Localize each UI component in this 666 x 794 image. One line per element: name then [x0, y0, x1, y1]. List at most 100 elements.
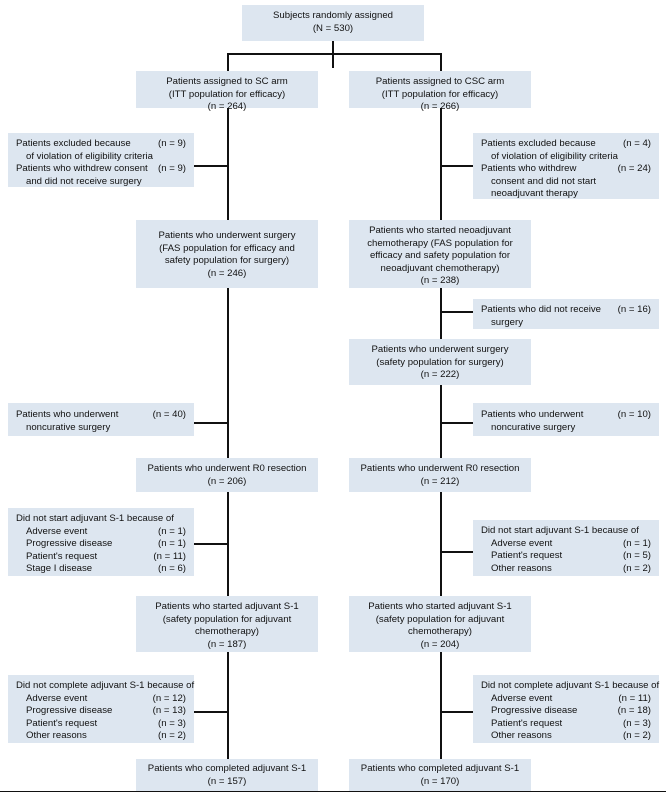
box-right-noncurative-surgery: Patients who underwent (n = 10) noncurat…	[473, 403, 659, 436]
left-notstarted-label-0: Adverse event	[26, 525, 88, 537]
left-completed-line1: Patients who completed adjuvant S-1	[147, 763, 307, 774]
connector-left-notcompleted-stub	[194, 711, 228, 713]
connector-right-trunk-5	[440, 652, 442, 759]
left-notstarted-num-2: (n = 11)	[153, 550, 186, 562]
right-notstarted-header: Did not start adjuvant S-1 because of	[481, 525, 639, 536]
connector-left-trunk-2	[227, 288, 229, 458]
right-nosurgery-label: Patients who did not receive	[481, 304, 601, 315]
left-completed-count: (n = 157)	[207, 775, 247, 787]
left-assigned-line2: (ITT population for efficacy)	[168, 88, 286, 100]
left-notcompleted-header: Did not complete adjuvant S-1 because of	[16, 680, 195, 691]
box-left-excluded: Patients excluded because (n = 9) of vio…	[8, 133, 194, 187]
connector-left-noncurative-stub	[194, 422, 228, 424]
right-neoadj-line4: neoadjuvant chemotherapy)	[380, 262, 500, 274]
right-notcompleted-row: Patient's request (n = 3)	[481, 718, 651, 731]
connector-right-excluded-stub	[440, 165, 473, 167]
left-notstarted-label-3: Stage I disease	[26, 563, 93, 575]
right-excluded-label-2: Patients who withdrew	[481, 163, 577, 175]
left-notcompleted-num-3: (n = 2)	[158, 730, 186, 742]
right-notcompleted-label-1: Progressive disease	[491, 705, 578, 717]
box-left-underwent-surgery: Patients who underwent surgery (FAS popu…	[136, 220, 318, 288]
right-excluded-row-2: Patients who withdrew (n = 24)	[481, 163, 651, 176]
left-notstarted-row: Progressive disease (n = 1)	[16, 538, 186, 551]
right-excluded-cont-2a: consent and did not start	[491, 175, 597, 187]
right-notstarted-num-0: (n = 1)	[623, 537, 651, 549]
left-started-count: (n = 187)	[207, 638, 247, 650]
left-notcompleted-label-1: Progressive disease	[26, 705, 113, 717]
left-started-line2: (safety population for adjuvant	[162, 613, 292, 625]
connector-right-notcompleted-stub	[440, 711, 473, 713]
connector-left-notstarted-stub	[194, 543, 228, 545]
left-notcompleted-row: Patient's request (n = 3)	[16, 718, 186, 731]
right-r0-count: (n = 212)	[420, 475, 460, 487]
right-noncurative-row: Patients who underwent (n = 10)	[481, 409, 651, 422]
left-notcompleted-label-3: Other reasons	[26, 730, 87, 742]
left-surgery-line2: (FAS population for efficacy and	[159, 242, 295, 254]
right-excluded-num-1: (n = 4)	[623, 138, 651, 149]
right-notcompleted-label-3: Other reasons	[491, 730, 552, 742]
connector-right-trunk-2	[440, 288, 442, 339]
left-assigned-count: (n = 264)	[207, 101, 247, 113]
right-excluded-cont-1: of violation of eligibility criteria	[491, 150, 618, 162]
right-excluded-cont-2b: neoadjuvant therapy	[491, 188, 578, 200]
box-right-excluded: Patients excluded because (n = 4) of vio…	[473, 133, 659, 199]
box-left-r0-resection: Patients who underwent R0 resection (n =…	[136, 458, 318, 492]
left-notcompleted-num-0: (n = 12)	[152, 692, 186, 704]
right-noncurative-cont: noncurative surgery	[491, 421, 576, 433]
right-noncurative-num: (n = 10)	[617, 409, 651, 420]
connector-right-noncurative-stub	[440, 422, 473, 424]
right-neoadj-line1: Patients who started neoadjuvant	[369, 225, 511, 236]
box-subjects-randomly-assigned: Subjects randomly assigned (N = 530)	[242, 5, 424, 41]
right-assigned-count: (n = 266)	[420, 101, 460, 113]
connector-right-nosurgery-stub	[440, 311, 473, 313]
right-excluded-label-1: Patients excluded because	[481, 138, 596, 149]
right-neoadj-line2: chemotherapy (FAS population for	[367, 237, 513, 249]
right-r0-line1: Patients who underwent R0 resection	[360, 463, 520, 474]
left-assigned-line1: Patients assigned to SC arm	[166, 76, 288, 87]
right-neoadj-line3: efficacy and safety population for	[369, 250, 511, 262]
right-neoadj-count: (n = 238)	[420, 275, 460, 287]
left-r0-count: (n = 206)	[207, 475, 247, 487]
left-started-line1: Patients who started adjuvant S-1	[155, 601, 299, 612]
box-right-r0-resection: Patients who underwent R0 resection (n =…	[349, 458, 531, 492]
left-notstarted-header: Did not start adjuvant S-1 because of	[16, 513, 174, 524]
randomized-count: (N = 530)	[312, 22, 354, 34]
left-excluded-num-1: (n = 9)	[158, 138, 186, 149]
right-notstarted-label-2: Other reasons	[491, 562, 552, 574]
right-notcompleted-row: Other reasons (n = 2)	[481, 730, 651, 743]
right-nosurgery-cont: surgery	[491, 316, 523, 328]
left-notcompleted-label-0: Adverse event	[26, 692, 88, 704]
right-notstarted-num-1: (n = 5)	[623, 550, 651, 562]
left-excluded-label-1: Patients excluded because	[16, 138, 131, 149]
right-notcompleted-label-0: Adverse event	[491, 692, 553, 704]
right-started-count: (n = 204)	[420, 638, 460, 650]
left-notstarted-label-2: Patient's request	[26, 550, 98, 562]
left-noncurative-row: Patients who underwent (n = 40)	[16, 409, 186, 422]
left-notcompleted-row: Other reasons (n = 2)	[16, 730, 186, 743]
left-excluded-num-2: (n = 9)	[158, 163, 186, 175]
box-left-noncurative-surgery: Patients who underwent (n = 40) noncurat…	[8, 403, 194, 436]
box-right-underwent-surgery: Patients who underwent surgery (safety p…	[349, 339, 531, 385]
left-surgery-count: (n = 246)	[207, 267, 247, 279]
box-right-started-adjuvant: Patients who started adjuvant S-1 (safet…	[349, 596, 531, 652]
right-excluded-row-1: Patients excluded because (n = 4)	[481, 138, 651, 151]
box-right-did-not-receive-surgery: Patients who did not receive (n = 16) su…	[473, 299, 659, 329]
left-surgery-line1: Patients who underwent surgery	[158, 230, 296, 241]
box-left-assigned-sc-arm: Patients assigned to SC arm (ITT populat…	[136, 71, 318, 112]
left-notstarted-num-0: (n = 1)	[158, 525, 186, 537]
left-notstarted-row: Stage I disease (n = 6)	[16, 563, 186, 576]
box-left-completed-adjuvant: Patients who completed adjuvant S-1 (n =…	[136, 759, 318, 791]
left-surgery-line3: safety population for surgery)	[164, 255, 290, 267]
box-right-completed-adjuvant: Patients who completed adjuvant S-1 (n =…	[349, 759, 531, 791]
box-right-did-not-start-adjuvant: Did not start adjuvant S-1 because of Ad…	[473, 520, 659, 576]
connector-root-to-left-arm	[227, 53, 229, 71]
left-notcompleted-row: Adverse event (n = 12)	[16, 693, 186, 706]
right-surgery-line2: (safety population for surgery)	[376, 356, 504, 368]
right-notstarted-row: Patient's request (n = 5)	[481, 550, 651, 563]
box-right-assigned-csc-arm: Patients assigned to CSC arm (ITT popula…	[349, 71, 531, 112]
connector-right-notstarted-stub	[440, 551, 473, 553]
connector-left-excluded-stub	[194, 165, 228, 167]
right-assigned-line2: (ITT population for efficacy)	[381, 88, 499, 100]
connector-right-trunk-3	[440, 385, 442, 458]
